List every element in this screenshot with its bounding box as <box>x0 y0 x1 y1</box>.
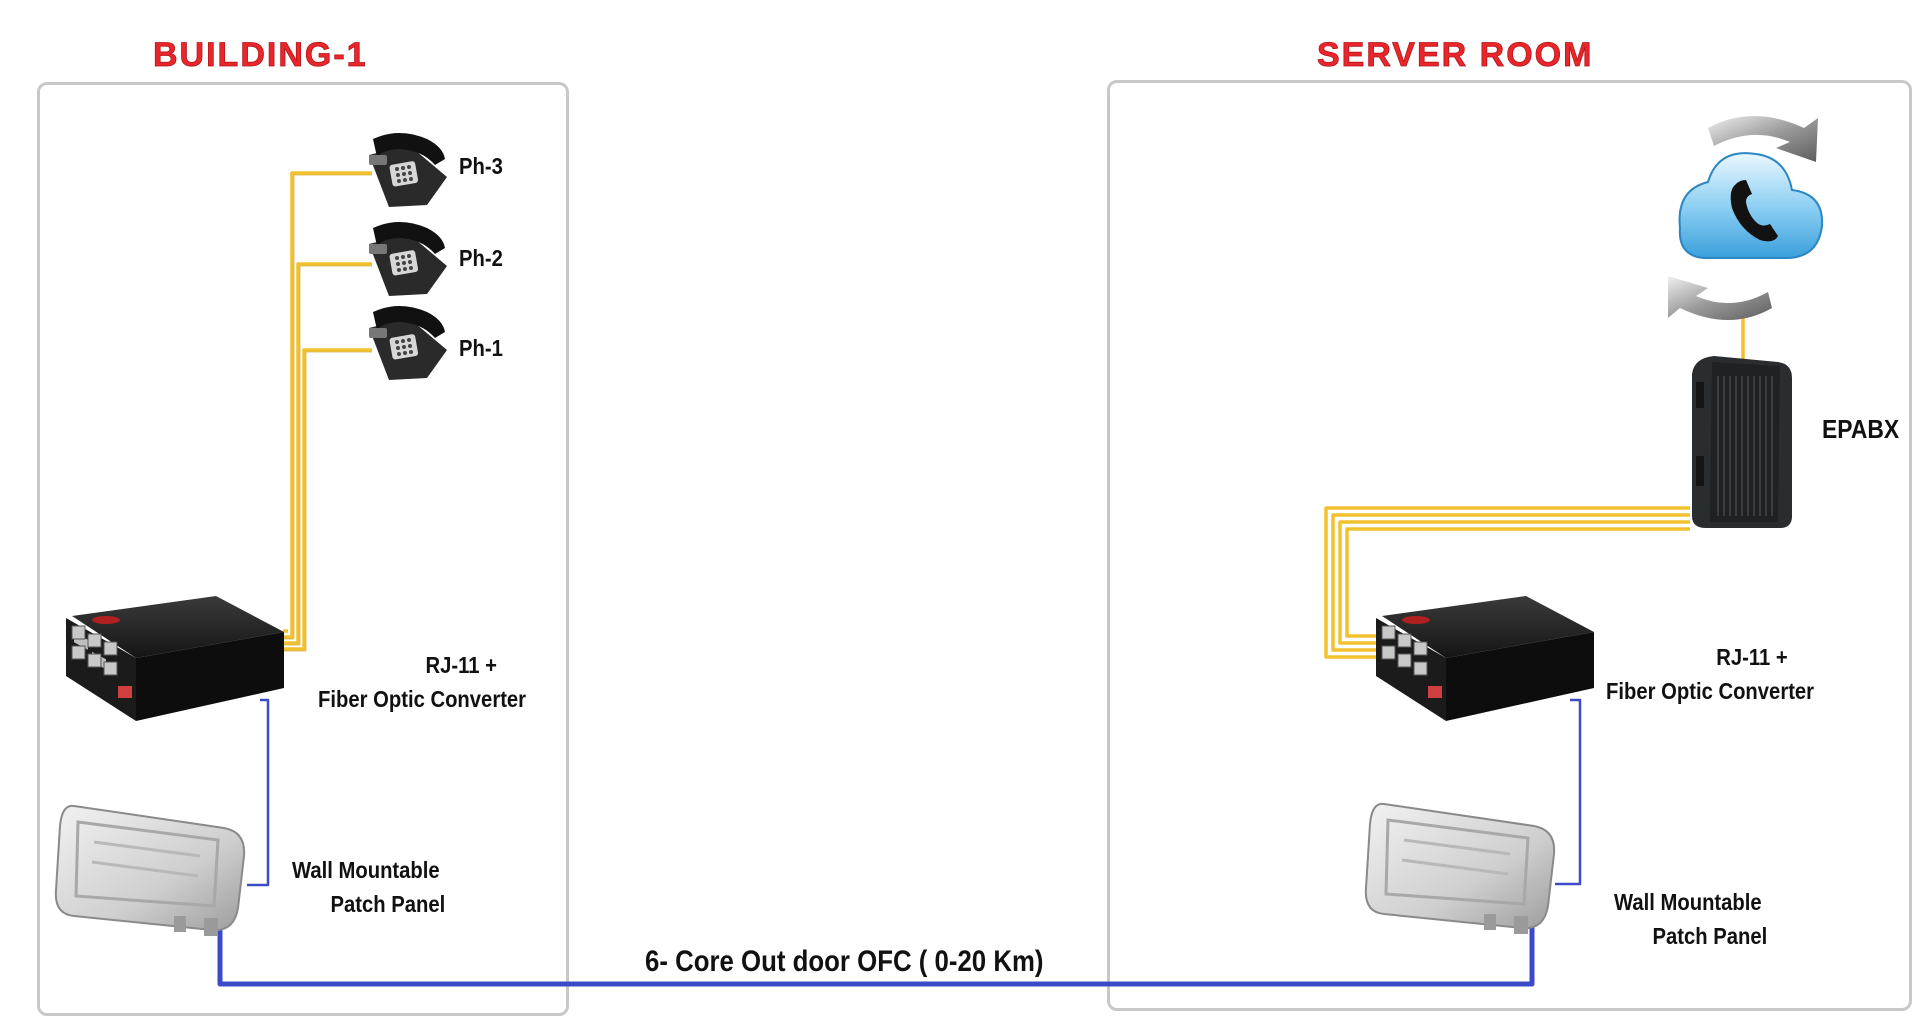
telephone-icon-ph3 <box>369 133 447 207</box>
patch-panel-building-icon <box>54 804 246 936</box>
phone-label-ph3: Ph-3 <box>459 153 503 179</box>
server-patch-panel-line1: Wall Mountable <box>1614 889 1762 915</box>
fiber-converter-building-icon <box>66 596 284 721</box>
building-patch-panel-line2: Patch Panel <box>330 891 446 917</box>
fiber-link-label: 6- Core Out door OFC ( 0-20 Km) <box>645 945 1044 978</box>
phone-label-ph2: Ph-2 <box>459 245 503 271</box>
server-patch-panel-label: Wall Mountable Patch Panel <box>1614 885 1782 953</box>
server-converter-line2: Fiber Optic Converter <box>1606 678 1815 704</box>
server-converter-label: RJ-11 + Fiber Optic Converter <box>1606 640 1842 708</box>
server-room-title: SERVER ROOM <box>1317 36 1594 75</box>
fiber-converter-server-icon <box>1376 596 1594 721</box>
telephone-icon-ph2 <box>369 222 447 296</box>
fiber-cable <box>217 920 1535 987</box>
building-converter-line1: RJ-11 + <box>425 652 497 678</box>
server-room-box <box>1107 80 1912 1011</box>
building-patch-panel-label: Wall Mountable Patch Panel <box>292 853 460 921</box>
phone-label-ph1: Ph-1 <box>459 335 503 361</box>
building-title: BUILDING-1 <box>153 36 368 75</box>
building-converter-line2: Fiber Optic Converter <box>318 686 527 712</box>
epabx-device-icon <box>1692 356 1792 528</box>
building-patch-panel-line1: Wall Mountable <box>292 857 440 883</box>
epabx-label: EPABX <box>1822 414 1900 444</box>
server-converter-line1: RJ-11 + <box>1716 644 1788 670</box>
building-converter-label: RJ-11 + Fiber Optic Converter <box>318 648 548 716</box>
building-box <box>37 82 569 1016</box>
patch-panel-server-icon <box>1364 802 1556 934</box>
building-phone-cables <box>283 171 372 651</box>
server-patch-panel-line2: Patch Panel <box>1652 923 1768 949</box>
fiber-jumpers <box>247 698 1582 887</box>
cloud-telephone-icon <box>1668 116 1824 320</box>
server-phone-cables <box>1324 305 1745 659</box>
telephone-icon-ph1 <box>369 306 447 380</box>
